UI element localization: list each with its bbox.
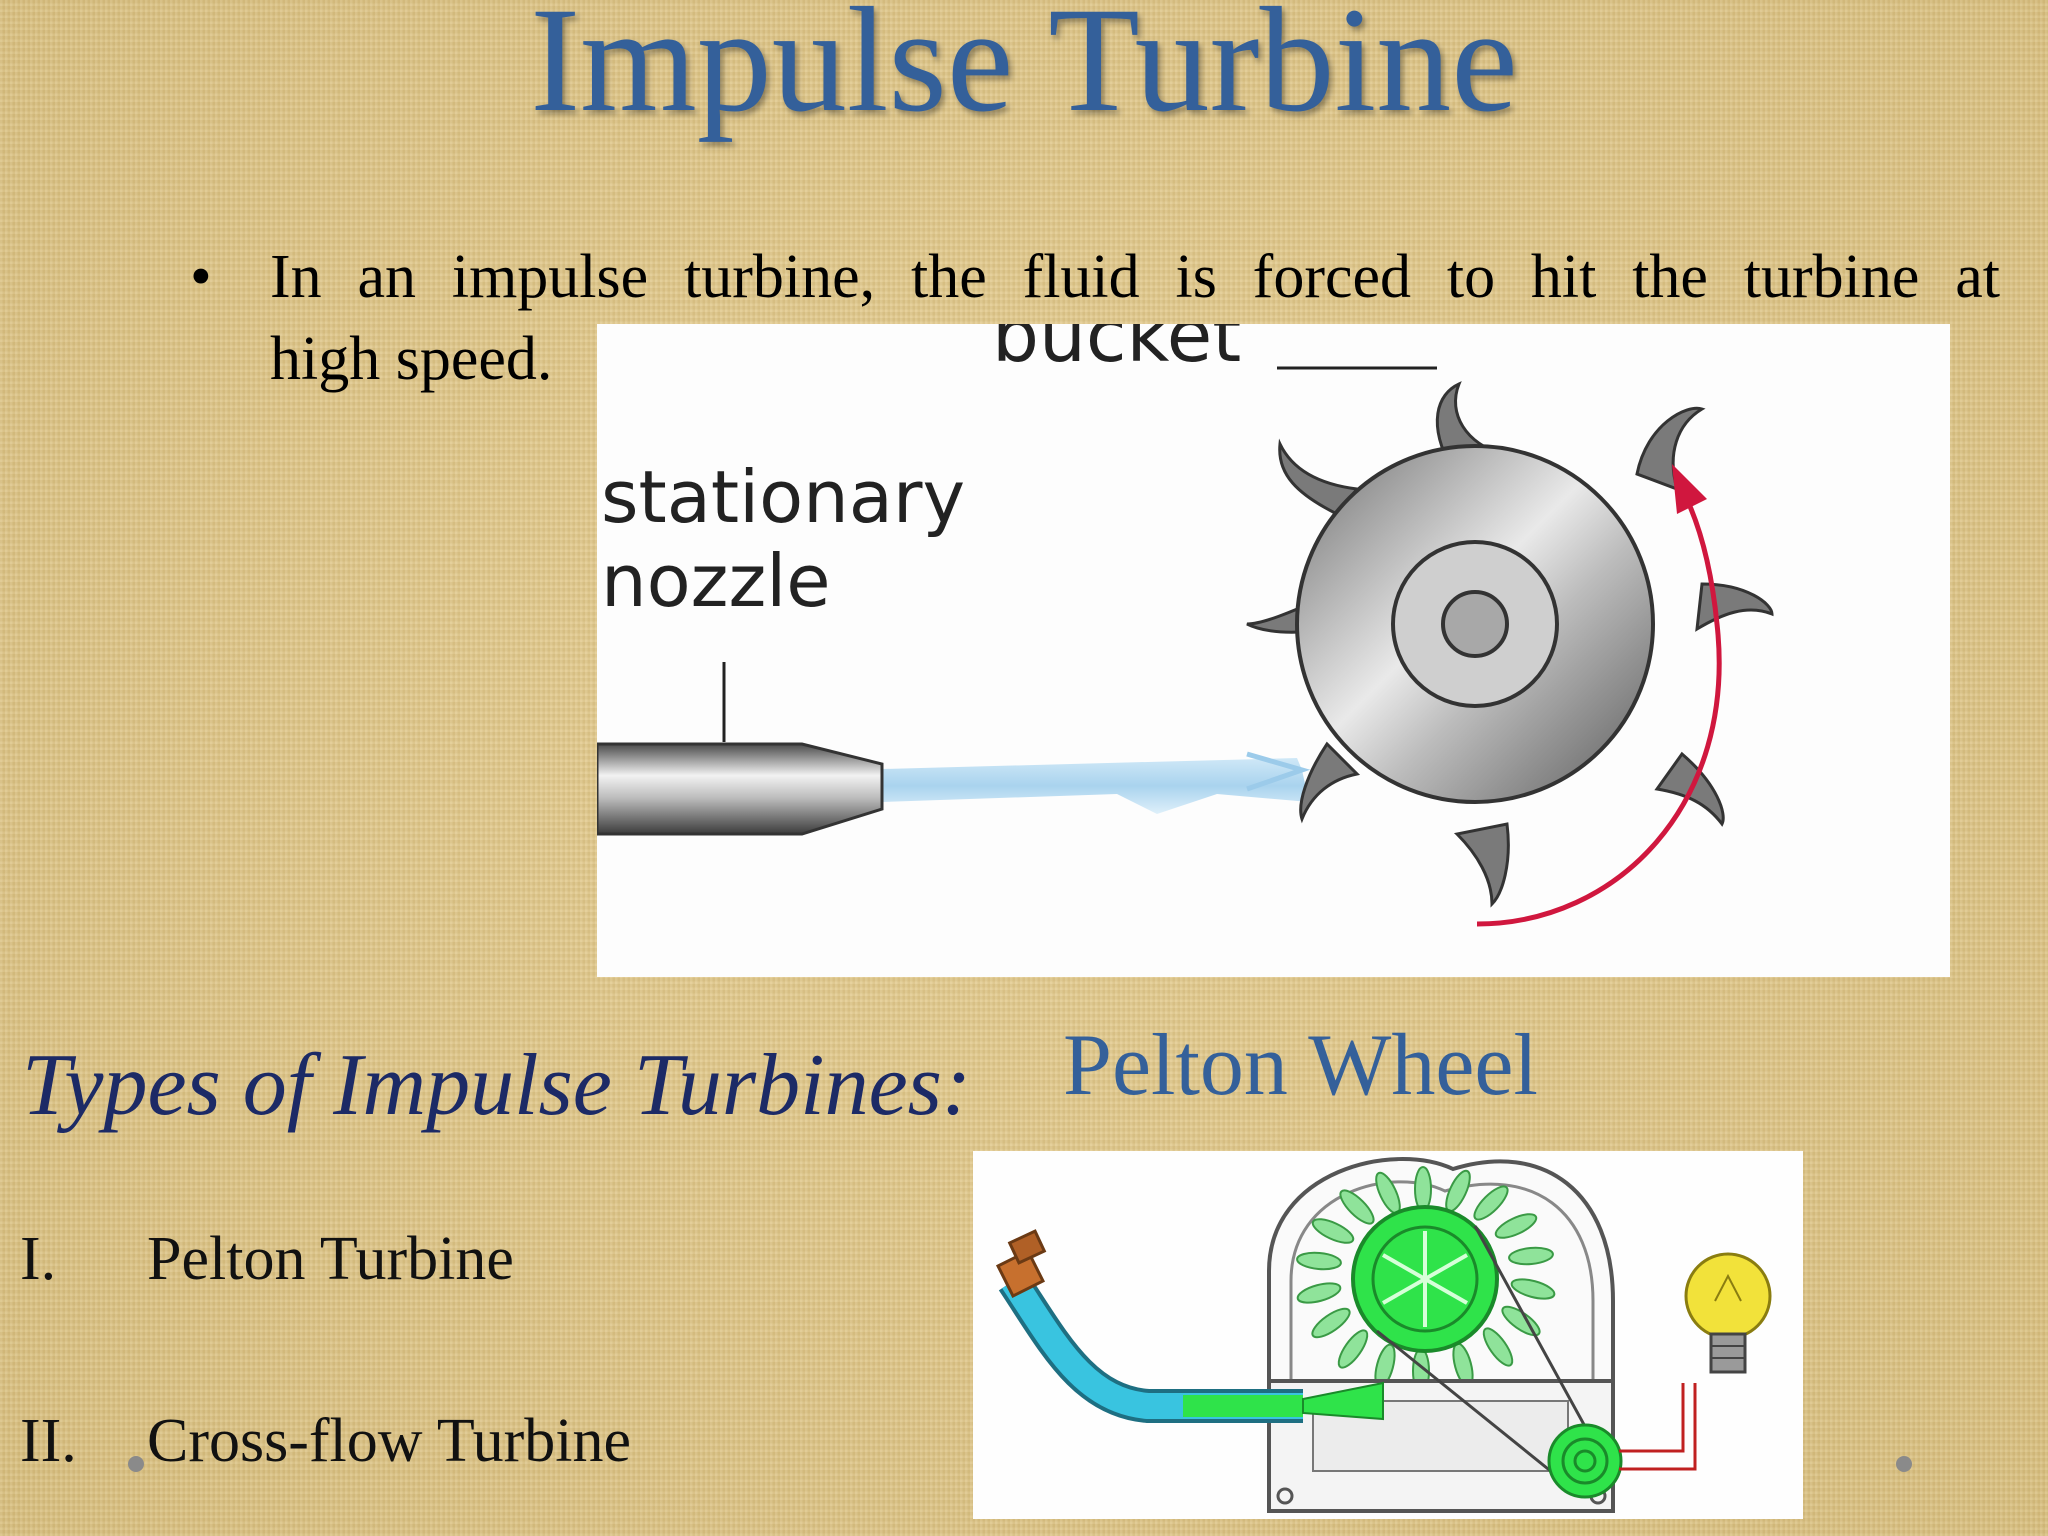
pelton-wheel-illustration bbox=[973, 1151, 1803, 1519]
wire bbox=[1619, 1383, 1685, 1453]
bullet-text-line2: high speed. bbox=[270, 325, 553, 393]
types-heading: Types of Impulse Turbines: bbox=[22, 1037, 972, 1134]
list-item-label: Cross-flow Turbine bbox=[147, 1407, 632, 1475]
belt bbox=[1473, 1225, 1595, 1442]
list-item: II. Cross-flow Turbine bbox=[20, 1406, 720, 1486]
list-item-number: II. bbox=[20, 1407, 77, 1475]
slide-marker-dot bbox=[128, 1456, 144, 1472]
bullet-symbol: • bbox=[190, 243, 212, 311]
slide-marker-dot bbox=[1896, 1456, 1912, 1472]
bucket-label: bucket bbox=[992, 324, 1241, 379]
light-bulb-icon bbox=[1684, 1252, 1772, 1340]
water-jet bbox=[882, 758, 1309, 814]
nozzle-jet bbox=[1302, 1381, 1384, 1421]
nozzle-label-line1: stationary bbox=[601, 455, 965, 539]
nozzle-label-line2: nozzle bbox=[601, 539, 831, 623]
rotation-arrow-icon bbox=[1476, 503, 1722, 927]
list-item: I. Pelton Turbine bbox=[20, 1224, 720, 1304]
impulse-turbine-diagram: bucket stationary nozzle bbox=[595, 293, 1950, 977]
pipe-icon bbox=[1002, 1273, 1303, 1419]
bullet-text-line1: In an impulse turbine, the fluid is forc… bbox=[270, 243, 2000, 311]
nozzle-icon bbox=[595, 742, 884, 836]
list-item-number: I. bbox=[20, 1225, 57, 1293]
wheel-axle bbox=[1441, 590, 1509, 658]
list-item-label: Pelton Turbine bbox=[147, 1225, 514, 1293]
generator-icon bbox=[1547, 1423, 1623, 1499]
pelton-wheel-heading: Pelton Wheel bbox=[1063, 1017, 1538, 1114]
slide-title: Impulse Turbine bbox=[530, 0, 1518, 143]
